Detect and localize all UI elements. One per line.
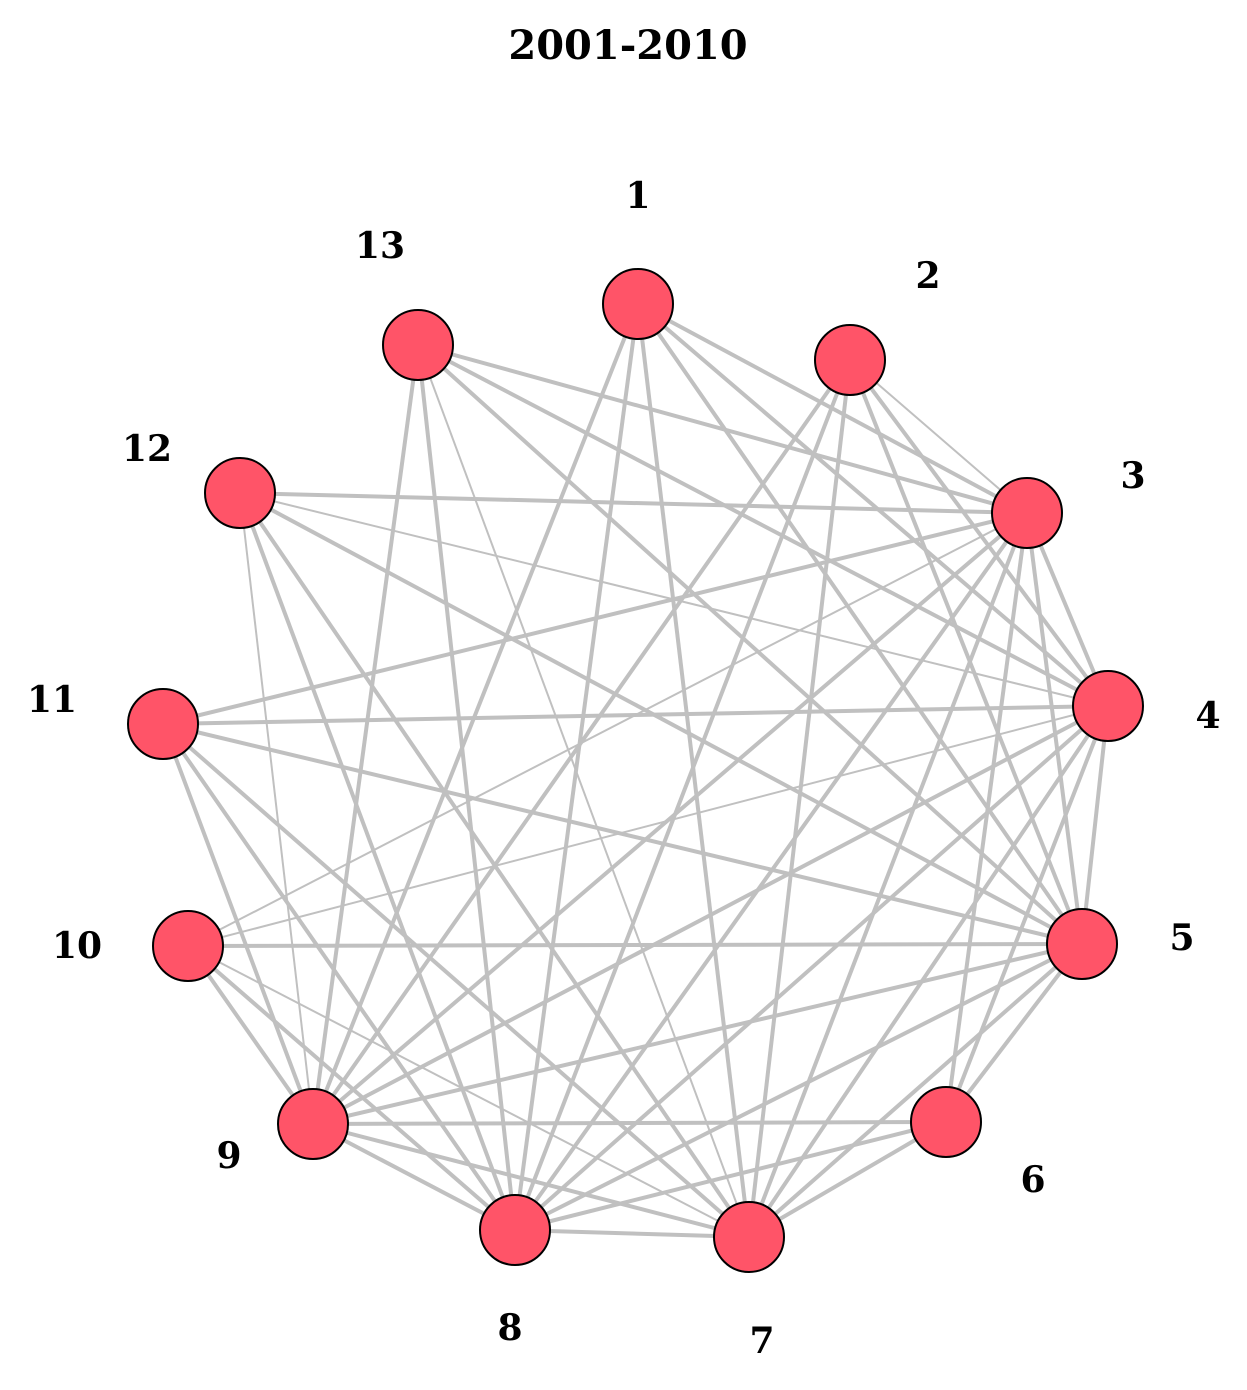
edge-3-6 (944, 512, 1029, 1123)
edge-9-8 (312, 1122, 516, 1232)
edge-11-9 (161, 723, 315, 1125)
edge-6-9 (312, 1120, 947, 1126)
edge-3-9 (311, 511, 1029, 1126)
edge-10-7 (187, 945, 750, 1238)
edge-12-8 (238, 492, 517, 1231)
node-label-5: 5 (1169, 917, 1194, 959)
edge-1-5 (636, 302, 1084, 946)
edge-12-7 (238, 491, 751, 1239)
edge-2-3 (849, 359, 1028, 514)
node-label-9: 9 (216, 1135, 241, 1177)
edge-8-7 (514, 1228, 750, 1239)
edge-13-5 (416, 343, 1084, 946)
edge-2-4 (848, 358, 1110, 708)
node-11 (127, 688, 199, 760)
node-label-11: 11 (27, 679, 77, 721)
node-label-10: 10 (52, 925, 102, 967)
node-6 (910, 1086, 982, 1158)
node-7 (713, 1201, 785, 1273)
edge-3-5 (1025, 512, 1084, 945)
edge-13-4 (417, 343, 1109, 708)
node-10 (152, 910, 224, 982)
edge-6-7 (747, 1120, 948, 1239)
edge-12-5 (239, 491, 1083, 946)
node-label-8: 8 (497, 1307, 522, 1349)
edge-10-3 (187, 512, 1028, 947)
edge-5-8 (514, 942, 1083, 1232)
diagram-title: 2001-2010 (508, 22, 748, 69)
edge-10-9 (186, 944, 315, 1126)
edge-1-4 (636, 302, 1110, 708)
node-label-3: 3 (1120, 455, 1145, 497)
edge-13-7 (417, 344, 750, 1238)
node-2 (814, 324, 886, 396)
edge-11-3 (162, 511, 1028, 726)
edge-12-3 (239, 491, 1028, 515)
edge-1-8 (513, 303, 640, 1231)
node-layer (127, 268, 1144, 1273)
edge-4-7 (747, 704, 1110, 1239)
edge-6-8 (514, 1120, 947, 1232)
edge-10-8 (186, 944, 517, 1232)
edge-4-5 (1080, 705, 1110, 945)
edge-1-9 (311, 303, 640, 1125)
node-label-7: 7 (749, 1320, 774, 1362)
edge-4-9 (312, 704, 1109, 1126)
node-1 (602, 268, 674, 340)
edge-5-7 (747, 942, 1084, 1239)
node-label-2: 2 (915, 255, 940, 297)
node-5 (1046, 908, 1118, 980)
edge-2-5 (848, 359, 1084, 945)
node-9 (277, 1088, 349, 1160)
node-3 (991, 477, 1063, 549)
node-label-4: 4 (1195, 695, 1220, 737)
node-4 (1072, 670, 1144, 742)
node-8 (479, 1194, 551, 1266)
edge-4-8 (513, 704, 1110, 1232)
edge-2-8 (513, 359, 852, 1231)
node-label-13: 13 (355, 225, 405, 267)
node-label-1: 1 (625, 175, 650, 217)
edge-3-8 (513, 511, 1029, 1232)
edge-10-5 (187, 942, 1083, 948)
edge-layer (161, 302, 1110, 1239)
edge-11-7 (161, 722, 751, 1239)
node-13 (382, 309, 454, 381)
edge-3-7 (747, 512, 1029, 1238)
edge-11-5 (162, 722, 1083, 946)
edge-13-9 (311, 344, 420, 1125)
edge-5-9 (312, 942, 1083, 1126)
edge-4-6 (944, 705, 1110, 1123)
node-label-12: 12 (122, 428, 172, 470)
edge-5-6 (944, 942, 1084, 1124)
edge-11-8 (161, 722, 517, 1232)
edge-9-7 (312, 1122, 750, 1239)
edge-12-9 (239, 492, 314, 1125)
node-label-6: 6 (1020, 1159, 1045, 1201)
node-12 (204, 457, 276, 529)
edge-10-4 (187, 705, 1109, 947)
